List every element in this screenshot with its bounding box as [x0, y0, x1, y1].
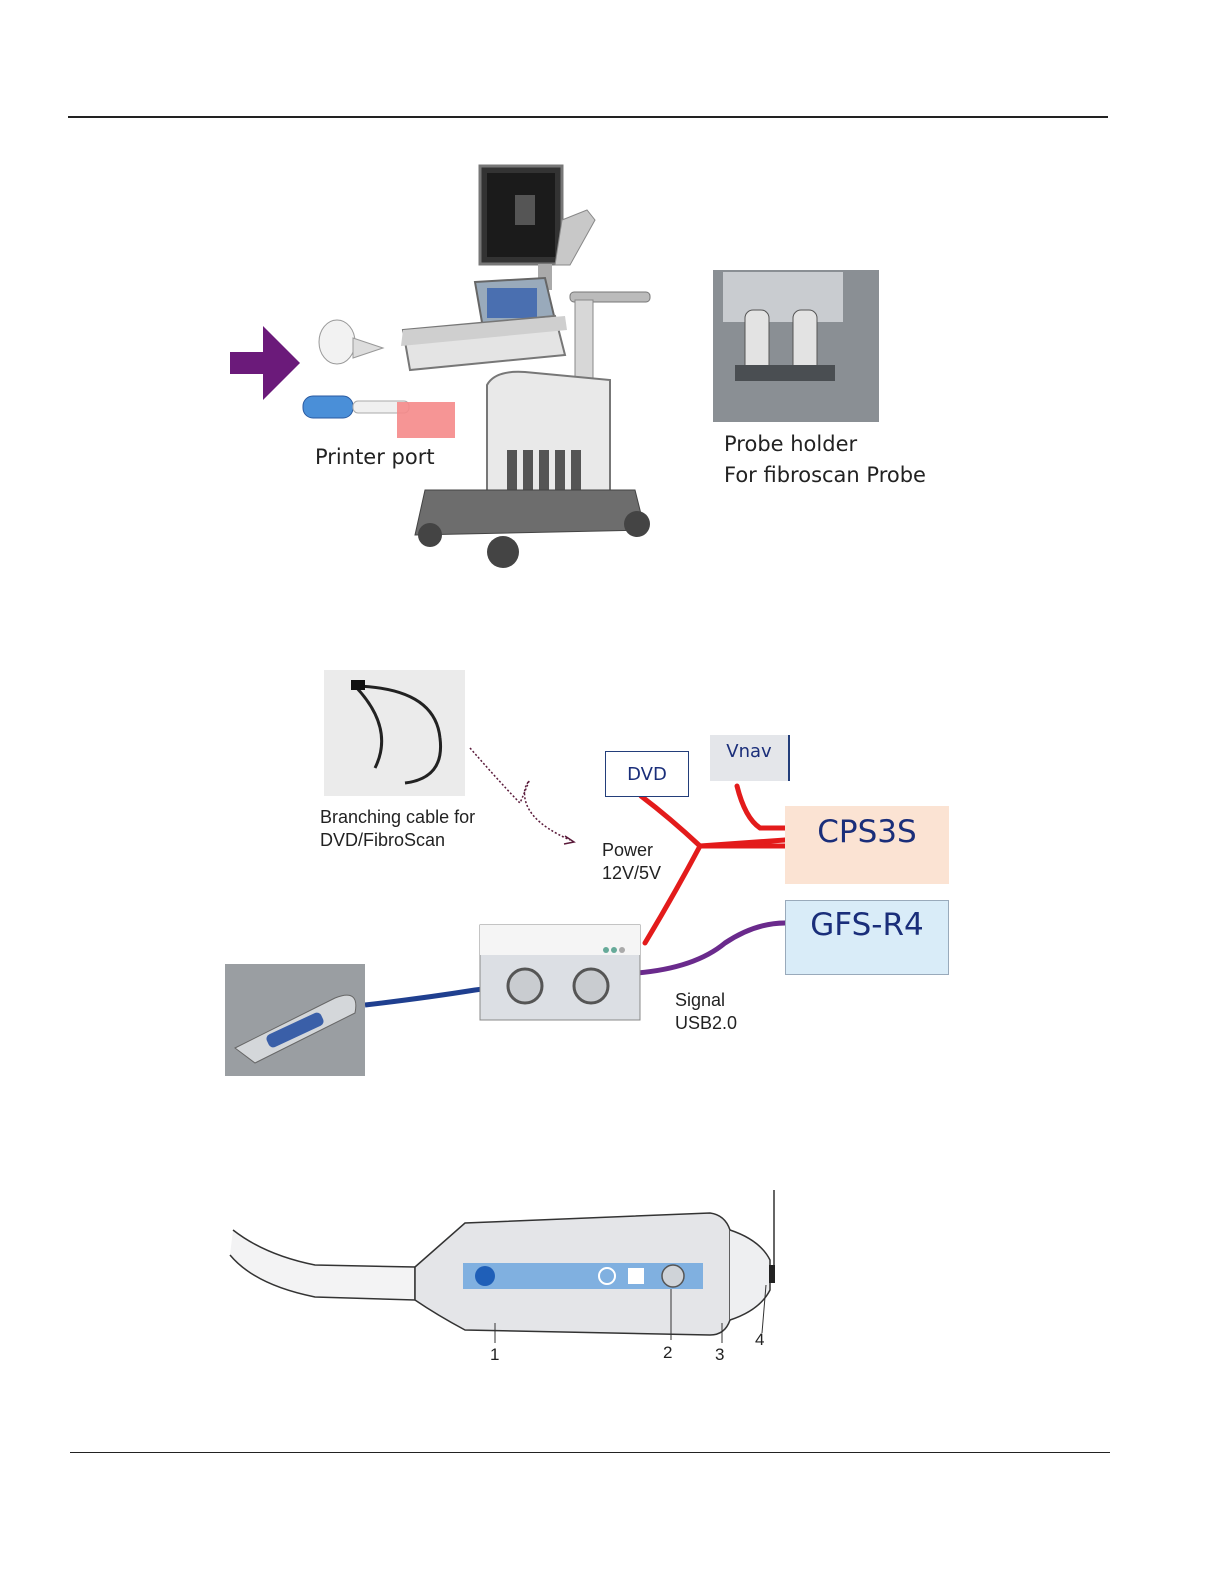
cable-label-line2: DVD/FibroScan — [320, 829, 445, 852]
cps3s-box: CPS3S — [785, 806, 949, 884]
probe-holder-label-line2: For fibroscan Probe — [724, 463, 926, 487]
header-rule — [68, 116, 1108, 118]
printer-port-label: Printer port — [315, 445, 435, 469]
gfs-r4-box: GFS-R4 — [785, 900, 949, 975]
callout-1: 1 — [490, 1345, 499, 1365]
probe-callout-figure: 1 2 3 4 — [225, 1185, 785, 1375]
signal-label-line2: USB2.0 — [675, 1012, 737, 1035]
cable-label-line1: Branching cable for — [320, 806, 475, 829]
arrow-icon — [230, 326, 300, 400]
callout-2: 2 — [663, 1343, 672, 1363]
ultrasound-cart-illustration — [225, 160, 950, 580]
probe-holder-label-line1: Probe holder — [724, 432, 857, 456]
power-label-line1: Power — [602, 839, 653, 862]
callout-4: 4 — [755, 1330, 764, 1350]
power-label-line2: 12V/5V — [602, 862, 661, 885]
dvd-box: DVD — [605, 751, 689, 797]
probe-illustration — [225, 1185, 785, 1375]
signal-label-line1: Signal — [675, 989, 725, 1012]
callout-3: 3 — [715, 1345, 724, 1365]
footer-rule — [70, 1452, 1110, 1453]
connection-diagram: DVD Vnav CPS3S GFS-R4 Branching cable fo… — [225, 668, 950, 1078]
ultrasound-system-figure: Printer port Probe holder For fibroscan … — [225, 160, 950, 580]
vnav-box: Vnav — [710, 735, 790, 781]
branching-cable-photo — [324, 670, 465, 796]
